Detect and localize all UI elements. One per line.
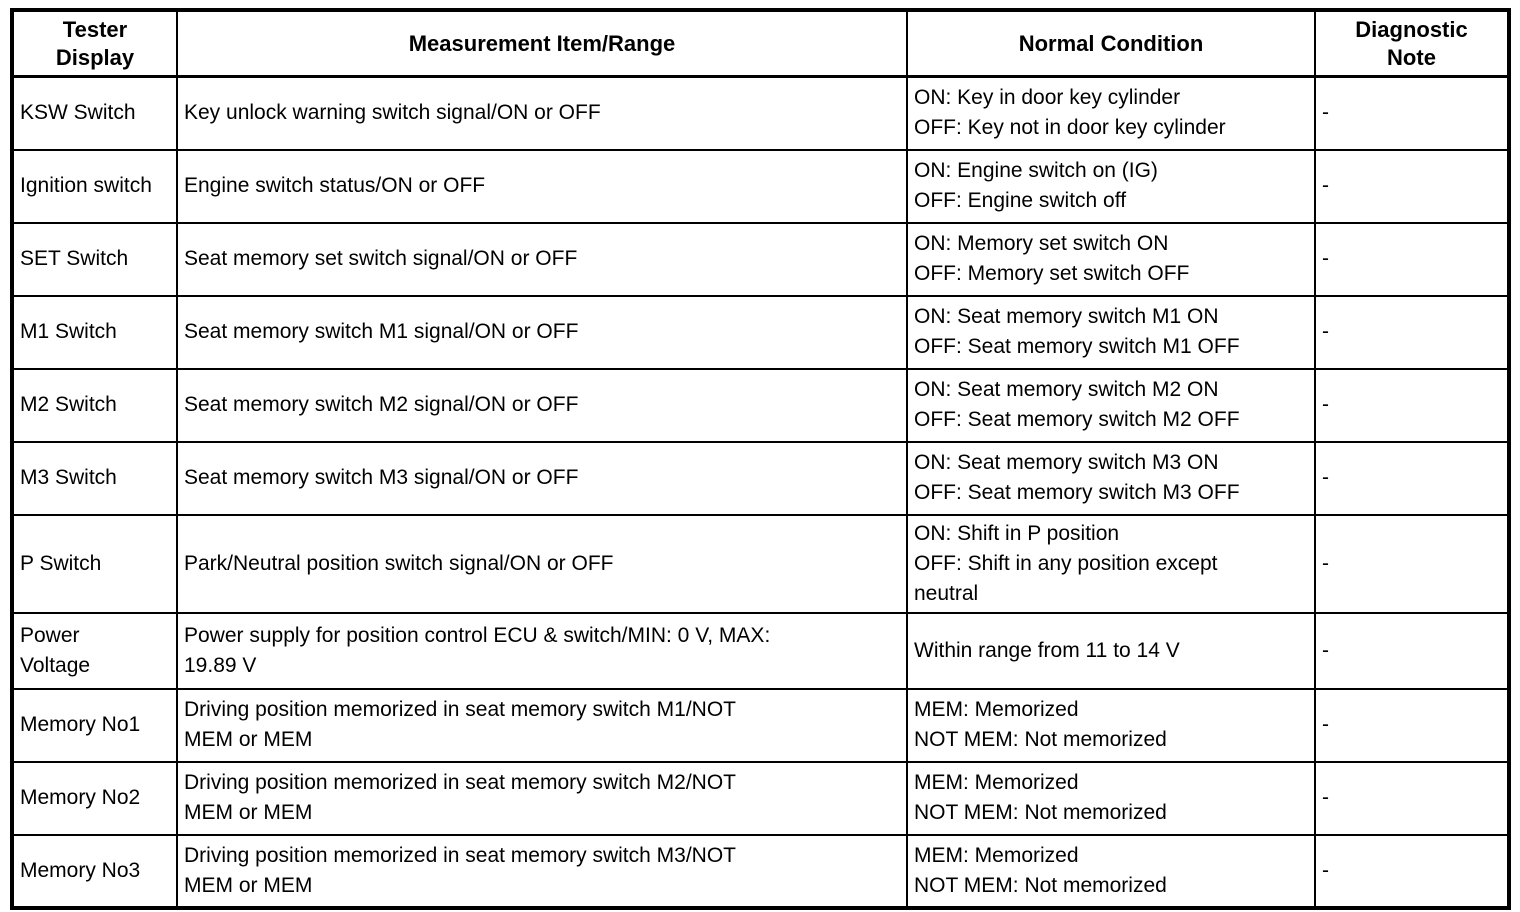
cell-tester-display: M1 Switch	[11, 294, 178, 370]
table-header: Tester Display Measurement Item/Range No…	[11, 9, 1510, 78]
table-row: SET Switch Seat memory set switch signal…	[11, 221, 1510, 297]
cell-normal-condition: ON: Memory set switch ON OFF: Memory set…	[906, 221, 1316, 297]
cell-diagnostic-note: -	[1314, 513, 1510, 614]
cell-tester-display: Ignition switch	[11, 148, 178, 224]
cell-tester-display: M3 Switch	[11, 440, 178, 516]
cell-diagnostic-note: -	[1314, 367, 1510, 443]
table-body: KSW Switch Key unlock warning switch sig…	[11, 75, 1510, 909]
cell-diagnostic-note: -	[1314, 760, 1510, 836]
cell-tester-display: Memory No3	[11, 833, 178, 909]
cell-tester-display: M2 Switch	[11, 367, 178, 443]
data-list-table: Tester Display Measurement Item/Range No…	[10, 8, 1511, 910]
header-diagnostic-note: Diagnostic Note	[1314, 9, 1510, 78]
table-row: Ignition switch Engine switch status/ON …	[11, 148, 1510, 224]
cell-normal-condition: ON: Seat memory switch M2 ON OFF: Seat m…	[906, 367, 1316, 443]
cell-diagnostic-note: -	[1314, 148, 1510, 224]
cell-measurement: Seat memory switch M3 signal/ON or OFF	[176, 440, 908, 516]
cell-diagnostic-note: -	[1314, 611, 1510, 690]
cell-tester-display: Memory No2	[11, 760, 178, 836]
cell-measurement: Engine switch status/ON or OFF	[176, 148, 908, 224]
cell-diagnostic-note: -	[1314, 221, 1510, 297]
cell-normal-condition: ON: Seat memory switch M3 ON OFF: Seat m…	[906, 440, 1316, 516]
cell-measurement: Key unlock warning switch signal/ON or O…	[176, 75, 908, 151]
header-tester-display: Tester Display	[11, 9, 178, 78]
cell-measurement: Park/Neutral position switch signal/ON o…	[176, 513, 908, 614]
cell-measurement: Seat memory switch M1 signal/ON or OFF	[176, 294, 908, 370]
table-row: Memory No2 Driving position memorized in…	[11, 760, 1510, 836]
cell-normal-condition: ON: Seat memory switch M1 ON OFF: Seat m…	[906, 294, 1316, 370]
table-row: P Switch Park/Neutral position switch si…	[11, 513, 1510, 614]
cell-tester-display: Power Voltage	[11, 611, 178, 690]
cell-normal-condition: Within range from 11 to 14 V	[906, 611, 1316, 690]
cell-diagnostic-note: -	[1314, 440, 1510, 516]
header-measurement-item-range: Measurement Item/Range	[176, 9, 908, 78]
cell-diagnostic-note: -	[1314, 294, 1510, 370]
cell-measurement: Driving position memorized in seat memor…	[176, 833, 908, 909]
table-row: M3 Switch Seat memory switch M3 signal/O…	[11, 440, 1510, 516]
cell-normal-condition: ON: Shift in P position OFF: Shift in an…	[906, 513, 1316, 614]
cell-measurement: Driving position memorized in seat memor…	[176, 687, 908, 763]
cell-measurement: Seat memory switch M2 signal/ON or OFF	[176, 367, 908, 443]
header-normal-condition: Normal Condition	[906, 9, 1316, 78]
cell-diagnostic-note: -	[1314, 75, 1510, 151]
cell-measurement: Driving position memorized in seat memor…	[176, 760, 908, 836]
table-row: Memory No3 Driving position memorized in…	[11, 833, 1510, 909]
cell-tester-display: Memory No1	[11, 687, 178, 763]
table-row: Memory No1 Driving position memorized in…	[11, 687, 1510, 763]
table-row: M1 Switch Seat memory switch M1 signal/O…	[11, 294, 1510, 370]
cell-normal-condition: MEM: Memorized NOT MEM: Not memorized	[906, 760, 1316, 836]
cell-tester-display: SET Switch	[11, 221, 178, 297]
table-row: KSW Switch Key unlock warning switch sig…	[11, 75, 1510, 151]
cell-measurement: Seat memory set switch signal/ON or OFF	[176, 221, 908, 297]
cell-normal-condition: ON: Engine switch on (IG) OFF: Engine sw…	[906, 148, 1316, 224]
cell-diagnostic-note: -	[1314, 687, 1510, 763]
cell-diagnostic-note: -	[1314, 833, 1510, 909]
cell-normal-condition: MEM: Memorized NOT MEM: Not memorized	[906, 833, 1316, 909]
table-row: M2 Switch Seat memory switch M2 signal/O…	[11, 367, 1510, 443]
cell-normal-condition: MEM: Memorized NOT MEM: Not memorized	[906, 687, 1316, 763]
table-row: Power Voltage Power supply for position …	[11, 611, 1510, 690]
cell-tester-display: P Switch	[11, 513, 178, 614]
header-row: Tester Display Measurement Item/Range No…	[11, 9, 1510, 78]
cell-tester-display: KSW Switch	[11, 75, 178, 151]
cell-measurement: Power supply for position control ECU & …	[176, 611, 908, 690]
cell-normal-condition: ON: Key in door key cylinder OFF: Key no…	[906, 75, 1316, 151]
